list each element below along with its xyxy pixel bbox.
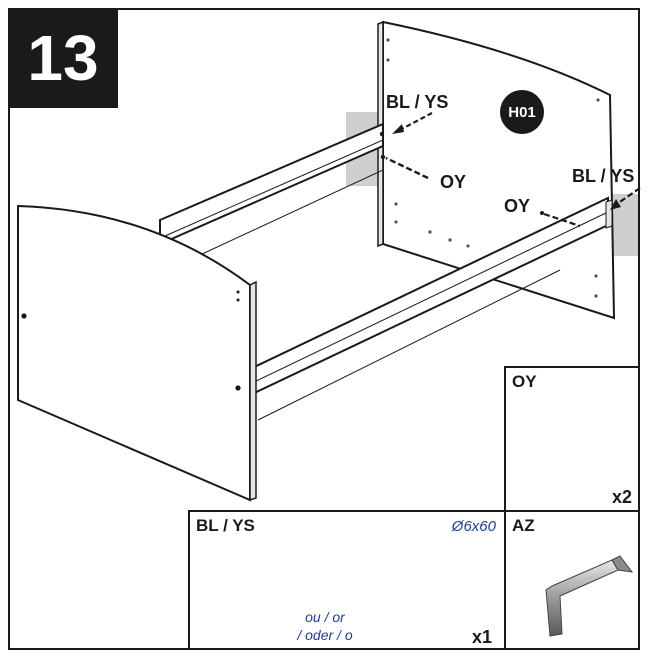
callout-nut-right: OY	[504, 196, 531, 216]
part-bl-alt-line2: / oder / o	[297, 627, 353, 643]
badge-code: H01	[508, 103, 536, 121]
allen-key-image	[545, 555, 634, 637]
part-bl-alternative: ou / or / oder / o	[280, 608, 370, 644]
step-number-box: 13	[8, 8, 118, 108]
part-bl-spec: Ø6x60	[451, 518, 496, 535]
back-headboard-holes	[386, 38, 600, 298]
callout-nut-top: OY	[440, 172, 467, 192]
step-number: 13	[27, 22, 99, 94]
front-footboard-holes	[21, 290, 241, 391]
part-az-title: AZ	[512, 516, 535, 535]
part-panel-az: AZ	[504, 510, 640, 650]
bolt-right-arrow	[613, 187, 641, 207]
part-bl-title: BL / YS	[196, 516, 255, 535]
part-oy-qty: x2	[611, 487, 632, 507]
part-panel-bl: BL / YS Ø6x60 ou / or / oder / o x1	[188, 510, 506, 650]
callout-bolt-top: BL / YS	[386, 92, 449, 112]
part-bl-alt-line1: ou / or	[305, 609, 345, 625]
hardware-code-badge: H01	[500, 90, 544, 134]
nut-right-arrow	[543, 212, 581, 228]
part-oy-title: OY	[512, 372, 537, 391]
rail-shadow-line	[199, 169, 384, 256]
part-panel-oy: OY x2	[504, 366, 640, 512]
front-footboard-edge	[249, 280, 257, 502]
part-bl-qty: x1	[471, 627, 492, 647]
callout-bolt-right: BL / YS	[572, 166, 635, 186]
nut-top-arrow	[385, 156, 429, 180]
